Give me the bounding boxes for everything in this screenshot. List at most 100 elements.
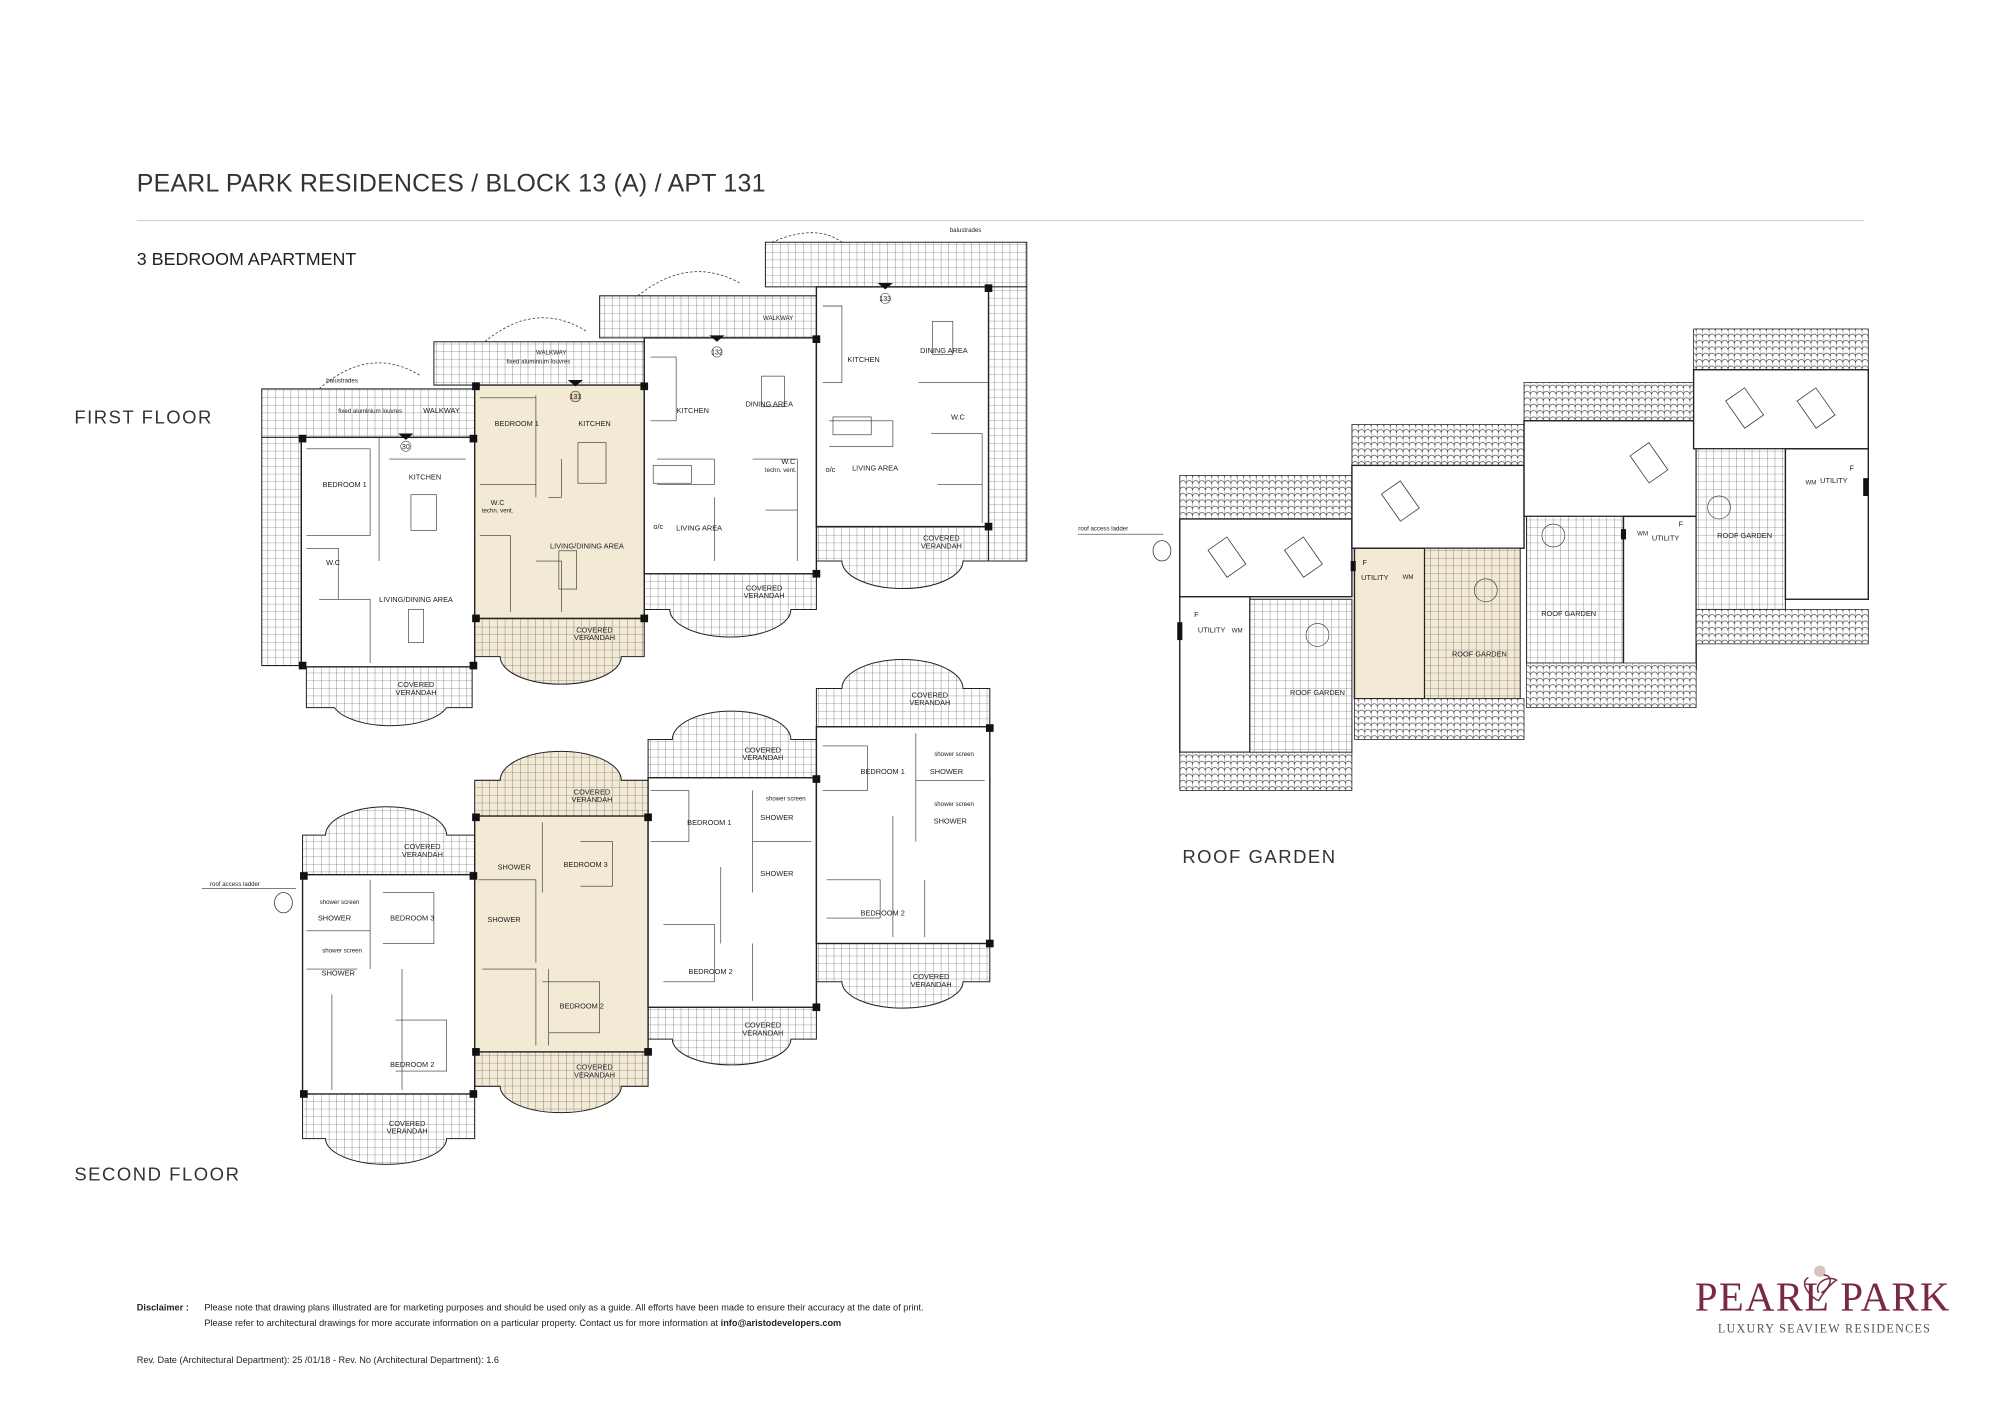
room-label: W.C — [491, 498, 506, 507]
stair-strip-130 — [261, 436, 302, 667]
verandah-top-133 — [815, 659, 991, 728]
verandah-label: VERANDAH — [572, 795, 613, 804]
entrance-markers — [398, 283, 893, 452]
roof-tiles — [1351, 424, 1525, 466]
verandah-bottom-131 — [474, 1051, 649, 1114]
second-floor-plan: roof access ladder BEDROOM 3 BEDROOM 2 s… — [201, 659, 994, 1165]
partitions-131 — [479, 395, 562, 613]
room-label: LIVING/DINING AREA — [550, 541, 624, 550]
structural-pillars-second-floor — [300, 724, 994, 1098]
apartment-131-second-floor — [473, 815, 649, 1053]
verandah-label: VERANDAH — [396, 688, 437, 697]
roof-garden-label: ROOF GARDEN — [1541, 609, 1596, 618]
room-label: LIVING AREA — [852, 463, 898, 472]
room-label: LIVING/DINING AREA — [379, 595, 453, 604]
verandah-label: VERANDAH — [911, 980, 952, 989]
roof-garden-area — [1249, 598, 1353, 753]
verandah-132 — [643, 573, 817, 638]
room-label: BEDROOM 2 — [390, 1060, 434, 1069]
balustrades-label: balustrades — [326, 378, 358, 385]
roof-access-ladder-icon — [201, 888, 297, 914]
utility-room — [1622, 515, 1697, 671]
fridge-label: F — [1194, 610, 1199, 619]
roof-garden-area — [1526, 515, 1624, 664]
roof-tiles — [1526, 662, 1697, 709]
shower-screen-label: shower screen — [766, 796, 806, 803]
partitions-132 — [650, 356, 798, 562]
contact-email-link[interactable]: info@aristodevelopers.com — [721, 1318, 842, 1328]
pearl-icon — [1814, 1265, 1826, 1277]
rev-date: 25 /01/18 — [292, 1355, 330, 1365]
stair-strip-133 — [988, 286, 1028, 562]
louvres-label: fixed aluminium louvres — [338, 408, 402, 415]
verandah-130 — [305, 666, 473, 727]
rev-date-label: Rev. Date (Architectural Department): — [137, 1355, 290, 1365]
vent-label: techn. vent. — [765, 467, 797, 474]
roof-terrace — [1523, 420, 1697, 518]
fridge-label: F — [1679, 520, 1684, 529]
room-label: BEDROOM 1 — [323, 480, 367, 489]
apartment-132-second-floor — [647, 777, 818, 1008]
utility-room — [1784, 448, 1869, 600]
room-label: KITCHEN — [847, 355, 879, 364]
louvres-label: fixed aluminium louvres — [507, 358, 571, 365]
roof-tiles — [1695, 609, 1869, 645]
pearl-park-logo: PEARL PARK LUXURY SEAVIEW RESIDENCES — [1695, 1265, 1949, 1335]
partitions-130-2f — [306, 879, 447, 1091]
roof-access-ladder-icon — [1077, 533, 1172, 562]
partitions-133-2f — [822, 733, 985, 938]
first-floor-plan: balustrades balustrades 30 fixed alumini… — [261, 227, 1028, 727]
verandah-label: COVERED — [746, 583, 782, 592]
verandah-bottom-130 — [302, 1093, 476, 1165]
shower-screen-label: shower screen — [934, 801, 974, 808]
utility-label: UTILITY — [1652, 534, 1680, 543]
roof-garden-label: ROOF GARDEN — [1290, 688, 1345, 697]
partitions-133 — [822, 305, 989, 523]
walkway-label: WALKWAY — [763, 315, 793, 322]
section-label-first-floor: FIRST FLOOR — [74, 406, 213, 427]
apartment-133-second-floor — [815, 726, 991, 945]
apartment-number-131: 131 — [570, 394, 582, 401]
partitions-130 — [306, 437, 466, 664]
revision-info: Rev. Date (Architectural Department): 25… — [137, 1355, 499, 1365]
verandah-label: COVERED — [389, 1119, 425, 1128]
room-label: KITCHEN — [409, 472, 441, 481]
roof-garden-area — [1695, 448, 1786, 610]
roof-access-ladder-label: roof access ladder — [210, 881, 260, 888]
room-label: W.C — [951, 412, 966, 421]
shower-screen-label: shower screen — [934, 751, 974, 758]
verandah-label: VERANDAH — [921, 541, 962, 550]
apartment-number-133: 133 — [879, 296, 891, 303]
verandah-top-130 — [302, 806, 476, 876]
apartment-130-second-floor — [301, 873, 476, 1095]
verandah-top-132 — [647, 710, 817, 779]
oc-label: o/c — [653, 522, 663, 531]
rev-no: 1.6 — [486, 1355, 499, 1365]
disclaimer-line-1: Please note that drawing plans illustrat… — [204, 1303, 923, 1313]
verandah-133 — [815, 526, 990, 590]
verandah-label: VERANDAH — [574, 1070, 615, 1079]
roof-access-ladder-label: roof access ladder — [1078, 525, 1128, 532]
disclaimer-line-2-text: Please refer to architectural drawings f… — [204, 1318, 718, 1328]
room-label: BEDROOM 3 — [563, 860, 607, 869]
fridge-label: F — [1362, 558, 1367, 567]
room-label: W.C — [326, 558, 341, 567]
roof-garden-label: ROOF GARDEN — [1452, 650, 1507, 659]
roof-garden-plan: roof access ladder F UTILITY WM ROOF GAR… — [1077, 328, 1869, 791]
balustrades-label-top: balustrades — [950, 227, 982, 234]
fridge-label: F — [1849, 463, 1854, 472]
verandah-bottom-132 — [647, 1006, 817, 1066]
verandah-bottom-133 — [815, 943, 991, 1009]
verandah-label: VERANDAH — [574, 633, 615, 642]
ribbon-emblem-icon — [1803, 1274, 1838, 1302]
verandah-label: COVERED — [576, 1063, 612, 1072]
verandah-label: COVERED — [745, 745, 781, 754]
washer-label: WM — [1403, 574, 1414, 581]
verandah-label: COVERED — [574, 787, 610, 796]
verandah-label: VERANDAH — [742, 1028, 783, 1037]
utility-label: UTILITY — [1198, 625, 1226, 634]
page-title: PEARL PARK RESIDENCES / BLOCK 13 (A) / A… — [137, 169, 766, 197]
walkway-label: WALKWAY — [423, 406, 460, 415]
room-label: KITCHEN — [578, 419, 610, 428]
shower-screen-label: shower screen — [320, 899, 360, 906]
